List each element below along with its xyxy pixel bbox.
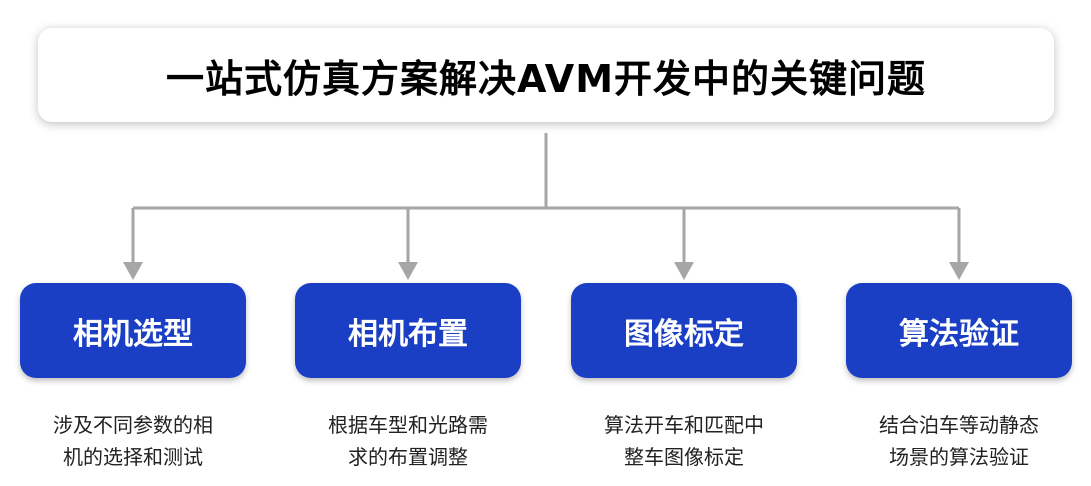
node-algorithm-validation: 算法验证 (846, 283, 1072, 378)
node-label: 相机选型 (73, 316, 193, 352)
arrow-head-1 (123, 262, 143, 280)
arrow-head-3 (674, 262, 694, 280)
node-camera-selection: 相机选型 (20, 283, 246, 378)
node-image-calibration: 图像标定 (571, 283, 797, 378)
description-line: 涉及不同参数的相 (53, 413, 213, 437)
description-line: 根据车型和光路需 (328, 413, 488, 437)
node-description-3: 算法开车和匹配中 整车图像标定 (554, 409, 814, 473)
diagram-title: 一站式仿真方案解决AVM开发中的关键问题 (165, 56, 927, 101)
title-box: 一站式仿真方案解决AVM开发中的关键问题 (38, 28, 1054, 122)
node-description-2: 根据车型和光路需 求的布置调整 (278, 409, 538, 473)
description-line: 求的布置调整 (348, 445, 468, 469)
description-line: 整车图像标定 (624, 445, 744, 469)
arrow-head-2 (398, 262, 418, 280)
description-line: 场景的算法验证 (889, 445, 1029, 469)
node-description-4: 结合泊车等动静态 场景的算法验证 (829, 409, 1089, 473)
node-description-1: 涉及不同参数的相 机的选择和测试 (3, 409, 263, 473)
arrow-head-4 (949, 262, 969, 280)
node-label: 相机布置 (348, 316, 468, 352)
node-camera-layout: 相机布置 (295, 283, 521, 378)
node-label: 图像标定 (624, 316, 744, 352)
node-label: 算法验证 (899, 316, 1019, 352)
description-line: 算法开车和匹配中 (604, 413, 764, 437)
description-line: 机的选择和测试 (63, 445, 203, 469)
description-line: 结合泊车等动静态 (879, 413, 1039, 437)
